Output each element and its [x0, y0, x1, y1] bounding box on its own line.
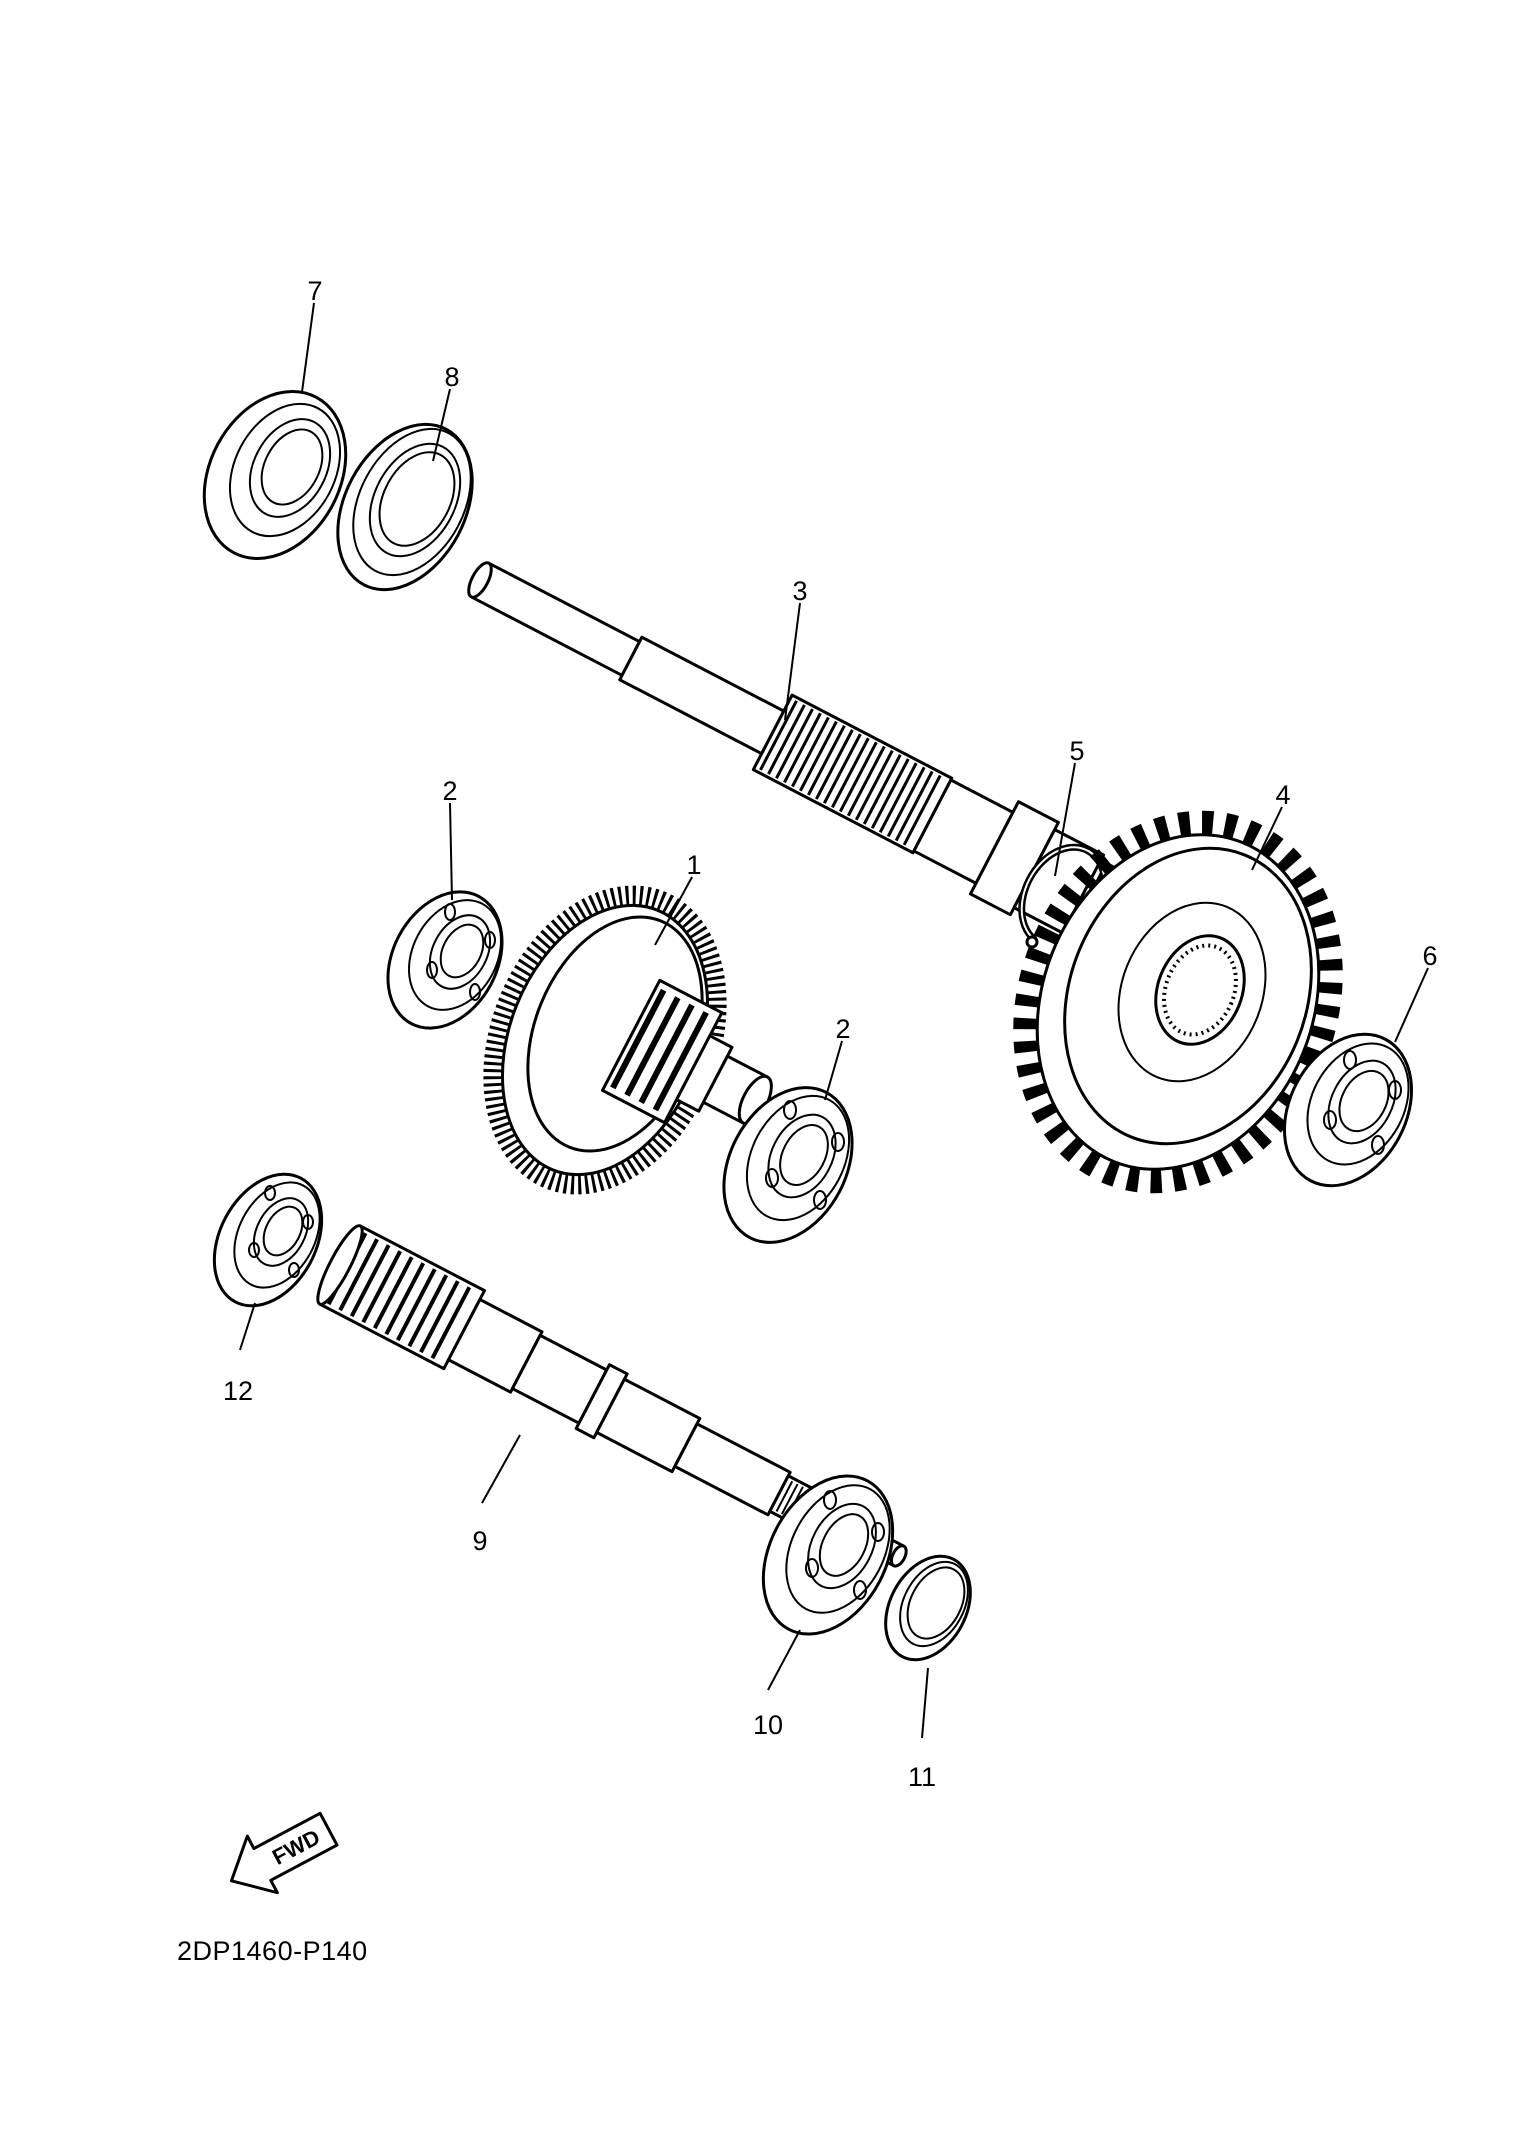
leader-lines [239, 302, 1429, 1739]
part-6-bearing[interactable] [1259, 1012, 1437, 1208]
part-11-oil-seal[interactable] [869, 1542, 988, 1675]
part-12-bearing[interactable] [193, 1156, 343, 1325]
callout-4: 4 [1275, 780, 1290, 810]
part-4-large-gear[interactable] [973, 776, 1383, 1227]
fwd-arrow: FWD [229, 1811, 339, 1895]
callout-12: 12 [223, 1376, 253, 1406]
callout-8: 8 [444, 362, 459, 392]
callout-1: 1 [686, 850, 701, 880]
part-8-oil-seal[interactable] [311, 401, 500, 613]
part-1-gear-pinion[interactable] [452, 862, 794, 1218]
part-10-bearing[interactable] [737, 1454, 918, 1657]
part-2-bearing-lower[interactable] [698, 1065, 877, 1264]
callouts: 7 8 3 5 4 2 1 2 6 12 9 10 11 [223, 276, 1438, 1792]
callout-6: 6 [1422, 941, 1437, 971]
callout-2-upper: 2 [442, 776, 457, 806]
callout-9: 9 [472, 1526, 487, 1556]
callout-2-lower: 2 [835, 1014, 850, 1044]
part-2-bearing-upper[interactable] [365, 872, 524, 1048]
callout-7: 7 [307, 276, 322, 306]
callout-11: 11 [908, 1762, 936, 1792]
diagram-code: 2DP1460-P140 [177, 1936, 368, 1966]
callout-5: 5 [1069, 736, 1084, 766]
callout-10: 10 [753, 1710, 783, 1740]
callout-3: 3 [792, 576, 807, 606]
part-7-bearing[interactable] [176, 367, 373, 583]
